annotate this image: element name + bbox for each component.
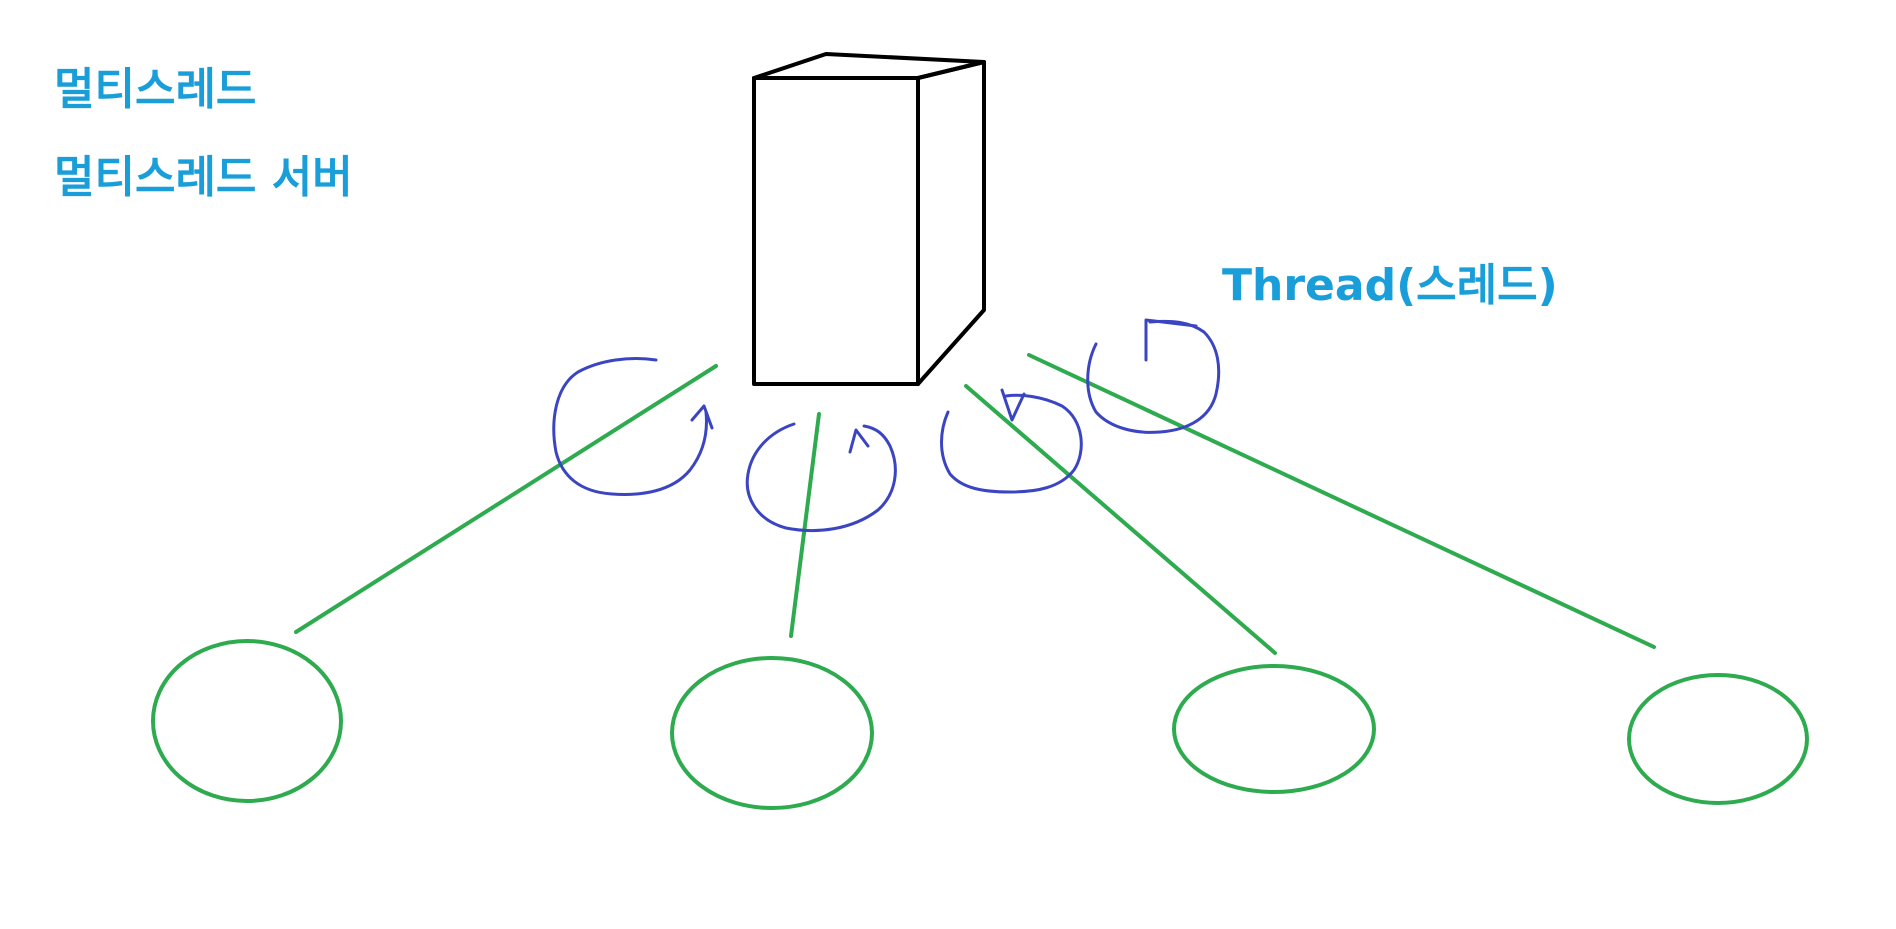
thread-label: Thread(스레드) <box>1222 260 1558 311</box>
connection-line-1 <box>294 364 718 634</box>
thread-arrow-icon-2 <box>745 422 897 533</box>
server-side-face <box>916 60 986 386</box>
diagram-title-multithread-server: 멀티스레드 서버 <box>54 152 353 203</box>
thread-arrow-icon-1 <box>552 357 708 496</box>
thread-arrow-head-icon-3 <box>1000 388 1026 422</box>
connection-line-3 <box>964 384 1277 655</box>
server-box-icon <box>752 52 986 386</box>
thread-arrows <box>552 318 1221 533</box>
client-node-3 <box>1172 664 1376 794</box>
server-top-face <box>752 52 986 80</box>
server-front-face <box>752 76 920 386</box>
thread-arrow-head-icon-2 <box>848 428 870 454</box>
diagram-title-multithread: 멀티스레드 <box>54 64 257 115</box>
clients <box>151 639 1809 810</box>
client-node-1 <box>151 639 343 803</box>
connection-line-4 <box>1027 353 1656 649</box>
client-node-4 <box>1627 673 1809 805</box>
thread-arrow-head-icon-1 <box>690 404 714 430</box>
client-node-2 <box>670 656 874 810</box>
thread-arrow-head-icon-4 <box>1144 318 1198 362</box>
connections <box>294 353 1656 655</box>
connection-line-2 <box>789 412 821 638</box>
thread-arrow-icon-4 <box>1086 319 1221 434</box>
thread-arrow-icon-3 <box>940 393 1083 494</box>
